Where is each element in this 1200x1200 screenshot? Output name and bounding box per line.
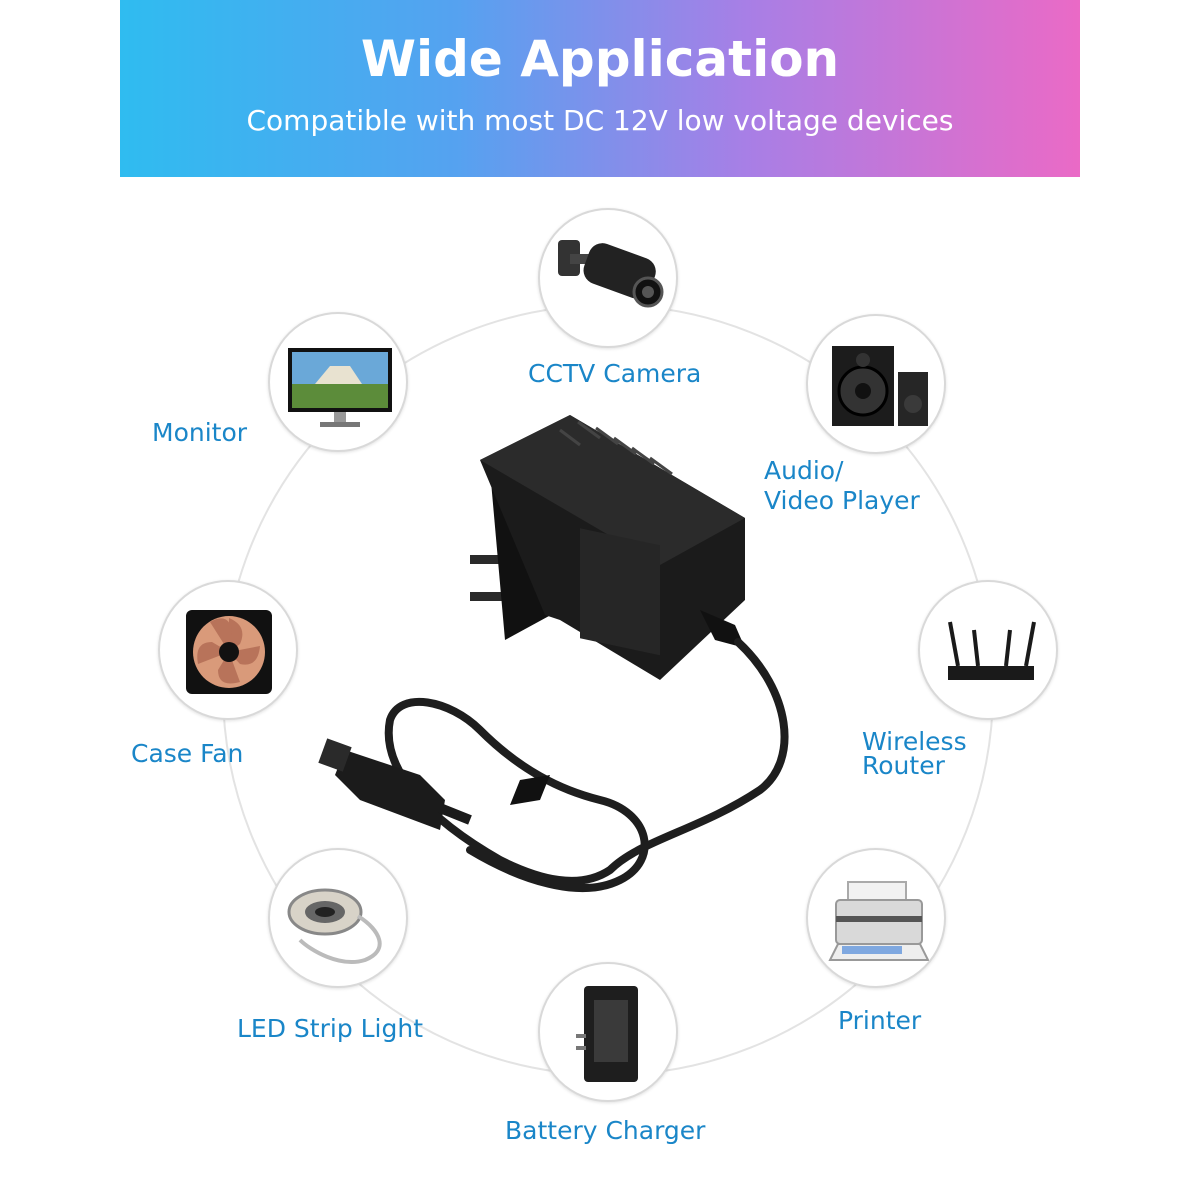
battery-charger-circle bbox=[538, 962, 678, 1102]
wireless-router-text-line2: Router bbox=[862, 751, 945, 780]
cctv-camera-label: CCTV Camera bbox=[528, 359, 701, 389]
printer-label: Printer bbox=[838, 1006, 921, 1036]
audio-video-text-line1: Audio/ bbox=[764, 456, 844, 485]
printer-circle bbox=[806, 848, 946, 988]
wireless-router-text-line1: Wireless bbox=[862, 727, 967, 756]
case-fan-circle bbox=[158, 580, 298, 720]
case-fan-icon bbox=[186, 610, 272, 694]
header-banner: Wide Application Compatible with most DC… bbox=[120, 0, 1080, 177]
printer-icon bbox=[828, 881, 930, 961]
monitor-icon bbox=[288, 348, 392, 427]
case-fan-label: Case Fan bbox=[131, 739, 243, 769]
audio-video-player-label: Audio/ Video Player bbox=[764, 456, 920, 516]
printer-text: Printer bbox=[838, 1006, 922, 1035]
cctv-camera-text: CCTV Camera bbox=[528, 359, 702, 388]
wireless-router-label: Wireless Router bbox=[862, 727, 967, 780]
wireless-router-circle bbox=[918, 580, 1058, 720]
case-fan-text: Case Fan bbox=[131, 739, 244, 768]
cctv-camera-icon bbox=[558, 240, 664, 308]
audio-video-text-line2: Video Player bbox=[764, 486, 920, 515]
led-strip-icon bbox=[287, 888, 382, 964]
monitor-text: Monitor bbox=[152, 418, 248, 447]
audio-video-player-circle bbox=[806, 314, 946, 454]
cctv-camera-circle bbox=[538, 208, 678, 348]
led-strip-light-circle bbox=[268, 848, 408, 988]
router-icon bbox=[948, 621, 1036, 680]
led-strip-light-label: LED Strip Light bbox=[237, 1014, 423, 1044]
banner-subtitle: Compatible with most DC 12V low voltage … bbox=[246, 104, 954, 137]
monitor-circle bbox=[268, 312, 408, 452]
led-strip-light-text: LED Strip Light bbox=[237, 1014, 424, 1043]
battery-charger-text: Battery Charger bbox=[505, 1116, 706, 1145]
battery-charger-icon bbox=[576, 986, 638, 1082]
speaker-icon bbox=[832, 346, 928, 426]
battery-charger-label: Battery Charger bbox=[505, 1116, 705, 1146]
banner-title: Wide Application bbox=[360, 30, 840, 88]
monitor-label: Monitor bbox=[152, 418, 247, 448]
